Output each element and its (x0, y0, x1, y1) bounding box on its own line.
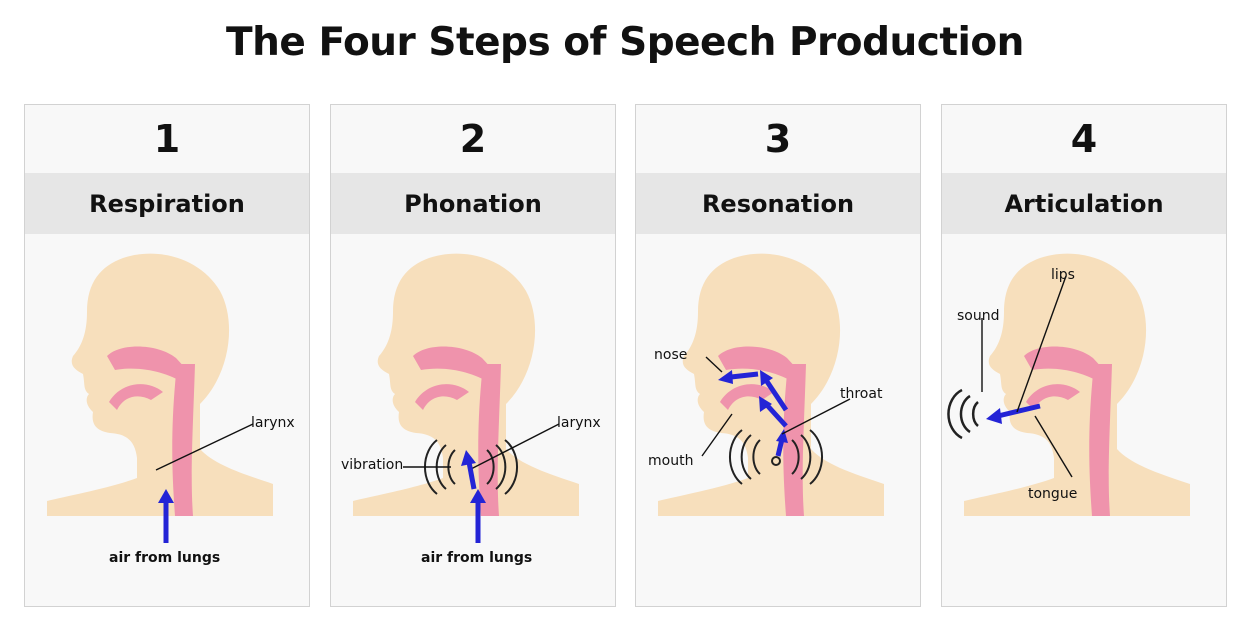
step-panel-phonation: 2 Phonation larynx (330, 104, 616, 607)
step-panel-respiration: 1 Respiration larynx air from lungs (24, 104, 310, 607)
step-number: 3 (764, 117, 792, 161)
sound-arrow (997, 403, 1041, 419)
air-from-lungs-label: air from lungs (421, 550, 533, 566)
vocal-tract (107, 346, 195, 516)
head-illustration: lips sound tongue (942, 234, 1226, 606)
vocal-tract (413, 346, 501, 516)
vibration-waves (728, 429, 824, 485)
step-number: 2 (459, 117, 487, 161)
step-panel-resonation: 3 Resonation (635, 104, 921, 607)
step-number: 1 (153, 117, 181, 161)
throat-label: throat (840, 386, 883, 402)
step-panel-articulation: 4 Articulation lips sound tongue (941, 104, 1227, 607)
step-title: Articulation (942, 173, 1226, 234)
step-title: Phonation (331, 173, 615, 234)
head-silhouette (964, 253, 1190, 516)
air-from-lungs-label: air from lungs (109, 550, 221, 566)
sound-waves (947, 388, 979, 440)
head-silhouette (353, 253, 579, 516)
head-illustration: nose mouth throat (636, 234, 920, 606)
tongue-label: tongue (1028, 486, 1078, 502)
step-title: Resonation (636, 173, 920, 234)
step-title: Respiration (25, 173, 309, 234)
head-illustration: larynx air from lungs (25, 234, 309, 606)
step-number: 4 (1070, 117, 1098, 161)
head-illustration: larynx vibration air from lungs (331, 234, 615, 606)
vocal-tract (1024, 346, 1112, 516)
sound-label: sound (957, 308, 1000, 324)
mouth-label: mouth (648, 453, 694, 469)
vocal-tract (718, 346, 806, 516)
head-silhouette (47, 253, 273, 516)
resonance-arrows (730, 371, 789, 457)
larynx-label: larynx (251, 415, 295, 431)
vibration-arrow (466, 461, 477, 490)
nose-label: nose (654, 347, 688, 363)
lips-label: lips (1051, 267, 1075, 283)
page-title: The Four Steps of Speech Production (226, 20, 1024, 65)
vibration-label: vibration (341, 457, 404, 473)
larynx-label: larynx (557, 415, 601, 431)
